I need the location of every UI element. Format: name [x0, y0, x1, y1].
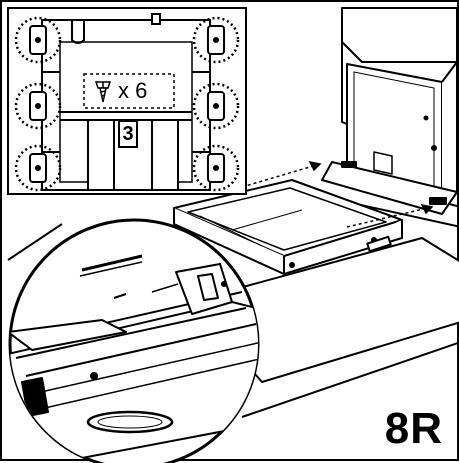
screw-position-top-right — [192, 16, 240, 64]
mounting-plate — [321, 161, 458, 215]
screw-detail-inset — [7, 7, 247, 195]
screw-icon — [94, 81, 112, 103]
screw-quantity-label: x 6 — [118, 78, 148, 103]
screw-position-mid-right — [192, 82, 240, 130]
mount-frame — [173, 179, 403, 297]
zoom-detail-circle — [7, 218, 260, 463]
screw-position-bottom-right — [192, 144, 240, 192]
screw-position-bottom-left — [14, 144, 62, 192]
screw-position-mid-left — [14, 82, 62, 130]
step-label: 8R — [384, 404, 443, 453]
screw-position-top-left — [14, 16, 62, 64]
screw-positions — [14, 16, 240, 192]
part-reference-number: 3 — [118, 120, 138, 148]
